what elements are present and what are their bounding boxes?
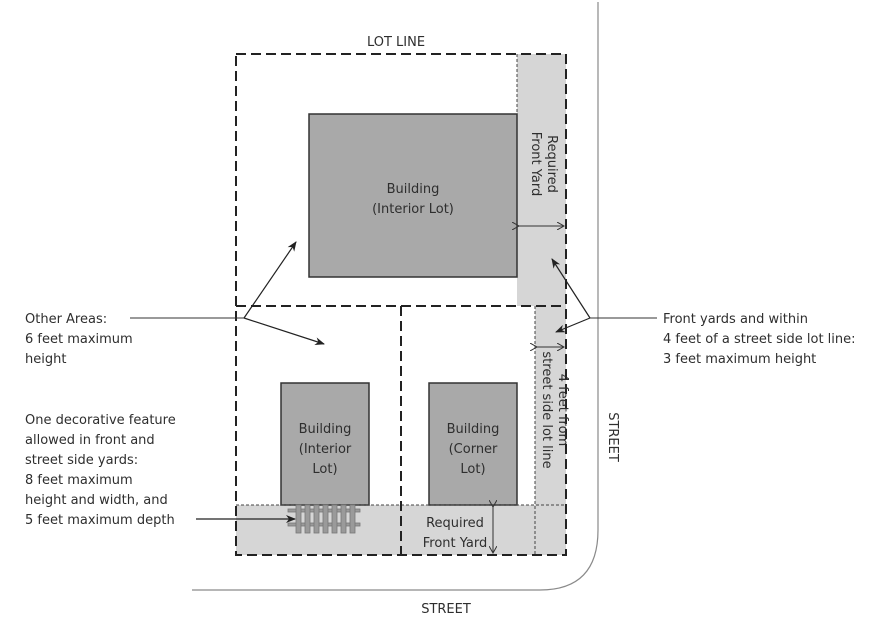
svg-text:One decorative feature: One decorative feature <box>25 413 176 428</box>
building-right-label: Building (Corner Lot) <box>447 422 500 477</box>
svg-text:allowed in front and: allowed in front and <box>25 433 155 448</box>
front-yards-note: Front yards and within 4 feet of a stree… <box>663 312 856 367</box>
svg-text:Front Yard: Front Yard <box>423 536 488 551</box>
svg-text:4 feet from: 4 feet from <box>555 374 570 446</box>
svg-text:Lot): Lot) <box>312 462 337 477</box>
other-areas-note: Other Areas: 6 feet maximum height <box>25 312 133 367</box>
building-interior-lot-top <box>308 113 518 278</box>
decorative-fence-icon <box>287 504 361 534</box>
svg-text:Required: Required <box>544 135 559 193</box>
svg-text:Required: Required <box>426 516 484 531</box>
svg-text:6 feet maximum: 6 feet maximum <box>25 332 133 347</box>
front-yards-arrow-down <box>555 317 591 333</box>
svg-text:8 feet maximum: 8 feet maximum <box>25 473 133 488</box>
svg-text:Building: Building <box>447 422 500 437</box>
required-front-yard-bottom-label: Required Front Yard <box>423 516 488 551</box>
other-areas-arrow-down <box>243 317 325 346</box>
four-feet-label: 4 feet from street side lot line <box>539 351 570 468</box>
svg-text:street side lot line: street side lot line <box>539 351 554 468</box>
svg-text:(Interior Lot): (Interior Lot) <box>372 202 454 217</box>
street-side-yard-strip <box>535 306 566 505</box>
other-areas-arrow-up <box>243 241 297 319</box>
svg-text:4 feet of a street side lot li: 4 feet of a street side lot line: <box>663 332 856 347</box>
building-top-label: Building (Interior Lot) <box>372 182 454 217</box>
building-interior-lot-bottom <box>280 382 370 506</box>
svg-text:height: height <box>25 352 66 367</box>
lot-line-label: LOT LINE <box>367 35 425 50</box>
required-front-yard-top-label: Required Front Yard <box>528 132 559 197</box>
front-yards-arrow-up <box>551 258 591 319</box>
svg-text:Front yards and within: Front yards and within <box>663 312 808 327</box>
svg-text:3 feet maximum height: 3 feet maximum height <box>663 352 816 367</box>
svg-text:height and width, and: height and width, and <box>25 493 168 508</box>
svg-text:Other Areas:: Other Areas: <box>25 312 107 327</box>
svg-text:Front Yard: Front Yard <box>528 132 543 197</box>
decorative-feature-note: One decorative feature allowed in front … <box>25 413 176 528</box>
street-right-label: STREET <box>605 412 620 462</box>
svg-text:(Corner: (Corner <box>449 442 498 457</box>
svg-text:Lot): Lot) <box>460 462 485 477</box>
svg-text:(Interior: (Interior <box>299 442 352 457</box>
street-bottom-label: STREET <box>421 602 471 617</box>
building-left-label: Building (Interior Lot) <box>299 422 352 477</box>
street-curb <box>192 2 599 591</box>
svg-text:Building: Building <box>299 422 352 437</box>
svg-text:5 feet maximum depth: 5 feet maximum depth <box>25 513 175 528</box>
svg-text:Building: Building <box>387 182 440 197</box>
svg-text:street side yards:: street side yards: <box>25 453 138 468</box>
lot-lines <box>235 53 567 556</box>
